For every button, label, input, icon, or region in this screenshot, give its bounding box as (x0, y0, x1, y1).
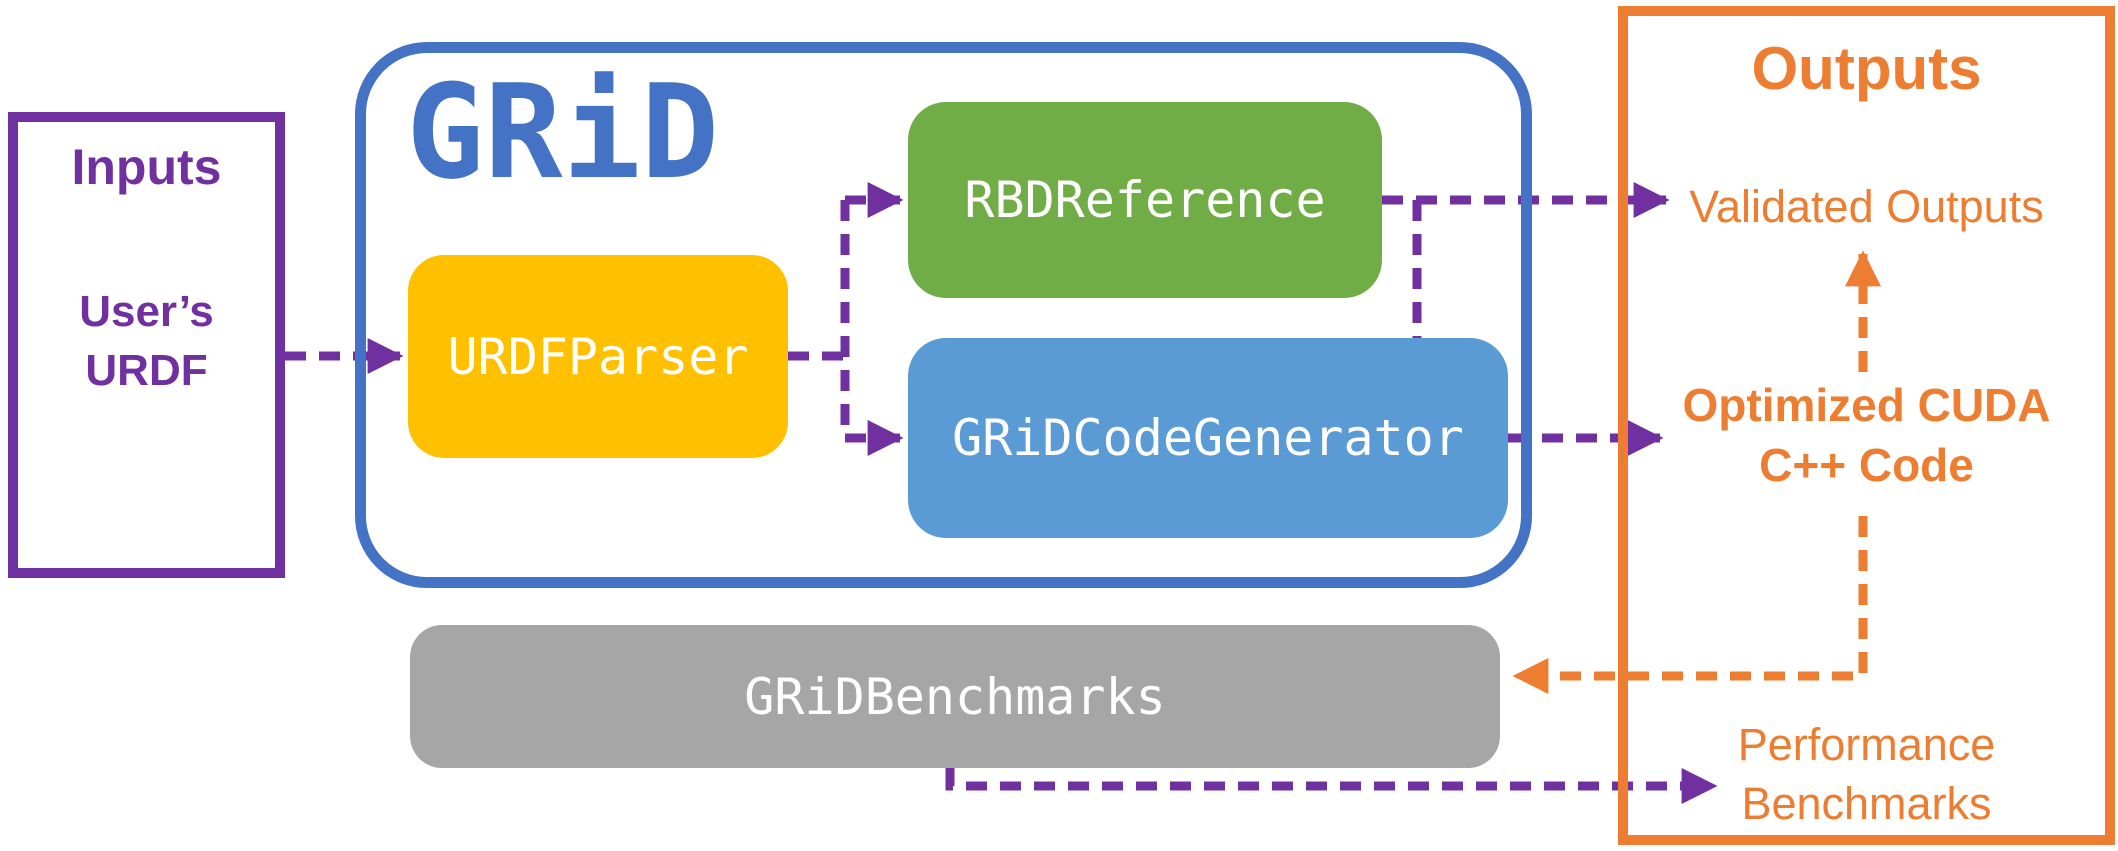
validated-outputs-label: Validated Outputs (1689, 181, 2044, 232)
gridbenchmarks-module: GRiDBenchmarks (410, 625, 1500, 768)
users-urdf-label: User’s URDF (79, 287, 214, 396)
performance-benchmarks-label: Performance Benchmarks (1737, 719, 1996, 829)
grid-title: GRiD (406, 56, 720, 208)
outputs-panel: Outputs Validated Outputs Optimized CUDA… (1618, 6, 2115, 845)
gridcodegenerator-module: GRiDCodeGenerator (908, 338, 1508, 538)
urdfparser-label: URDFParser (447, 327, 749, 386)
arrow-cuda-code-to-gridbenchmarks (1512, 516, 1868, 694)
gridbenchmarks-label: GRiDBenchmarks (744, 667, 1166, 726)
grid-container: GRiD (355, 42, 1532, 588)
arrow-benchmarks-to-performance (945, 768, 1718, 804)
optimized-cuda-code-label: Optimized CUDA C++ Code (1682, 379, 2051, 491)
outputs-title: Outputs (1751, 35, 1982, 102)
rbdreference-module: RBDReference (908, 102, 1382, 298)
gridcodegenerator-label: GRiDCodeGenerator (952, 409, 1464, 467)
inputs-panel: Inputs User’s URDF (8, 112, 285, 578)
inputs-title: Inputs (71, 139, 222, 195)
rbdreference-label: RBDReference (964, 171, 1326, 229)
urdfparser-module: URDFParser (408, 255, 788, 458)
